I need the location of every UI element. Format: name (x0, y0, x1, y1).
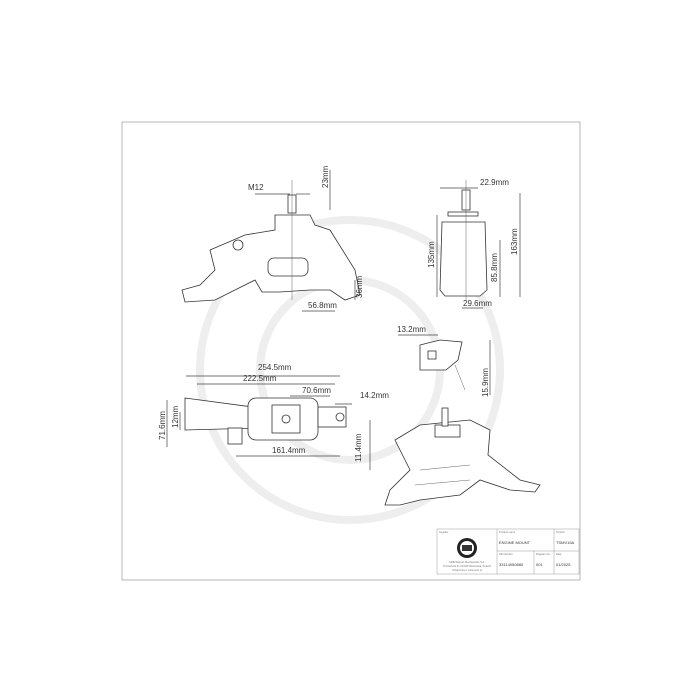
sheet-frame (121, 121, 581, 581)
dim-163mm: 163mm (510, 228, 519, 255)
dim-22-9mm: 22.9mm (480, 178, 509, 187)
supplier-line-2: Poznańska 61 00-000 Warszawa, Poland (443, 564, 491, 568)
front-view (181, 180, 361, 303)
oe-number: 33114050880 (499, 562, 524, 567)
dim-56-8mm: 56.8mm (308, 301, 337, 310)
dim-71-6mm: 71.6mm (158, 411, 167, 440)
dim-13-2mm: 13.2mm (397, 325, 426, 334)
diagram-no: 001 (536, 562, 543, 567)
dim-12mm: 12mm (171, 405, 180, 428)
oe-number-label: OE Number (499, 552, 513, 556)
detail-view (419, 339, 466, 391)
dim-29-6mm: 29.6mm (463, 299, 492, 308)
dim-85-8mm: 85.8mm (490, 253, 499, 282)
top-view (184, 397, 347, 445)
side-dimensions: 22.9mm 135mm 163mm 85.8mm 29.6mm (427, 178, 521, 309)
top-dimensions: 254.5mm 222.5mm 70.6mm 14.2mm 71.6mm 12m… (158, 363, 389, 470)
title-block: Supplier SMB Wojnart Mechanicals S.A. Po… (436, 528, 580, 575)
supplier-line-1: SMB Wojnart Mechanicals S.A. (449, 560, 485, 564)
dim-36mm: 36mm (355, 275, 364, 298)
date-label: Date (556, 552, 562, 556)
symbol-label: Symbol (556, 530, 565, 534)
front-dimensions: M12 23mm 36mm 56.8mm (248, 165, 364, 312)
date: 01/2025 (556, 562, 571, 567)
supplier-line-3: info@smb.pl, www.smb.pl (452, 568, 482, 572)
isometric-view (384, 407, 541, 506)
dim-14-2mm: 14.2mm (360, 391, 389, 400)
dim-70-6mm: 70.6mm (302, 386, 331, 395)
supplier-logo (457, 538, 477, 558)
dim-15-9mm: 15.9mm (481, 368, 490, 397)
dim-222-5mm: 222.5mm (243, 374, 277, 383)
side-view (439, 180, 488, 300)
product-name-label: Product name (499, 530, 516, 534)
dim-23mm: 23mm (321, 165, 330, 188)
dim-254-5mm: 254.5mm (258, 363, 292, 372)
dim-m12: M12 (248, 183, 264, 192)
dim-161-4mm: 161.4mm (272, 446, 306, 455)
supplier-label: Supplier (439, 530, 449, 534)
dim-11-4mm: 11.4mm (354, 433, 363, 462)
symbol: TSMV15A (556, 540, 575, 545)
diagram-no-label: Diagram No. (536, 552, 551, 556)
detail-dimensions: 13.2mm 15.9mm (397, 325, 491, 397)
product-name: ENGINE MOUNT (499, 540, 531, 545)
dim-135mm: 135mm (427, 241, 436, 268)
